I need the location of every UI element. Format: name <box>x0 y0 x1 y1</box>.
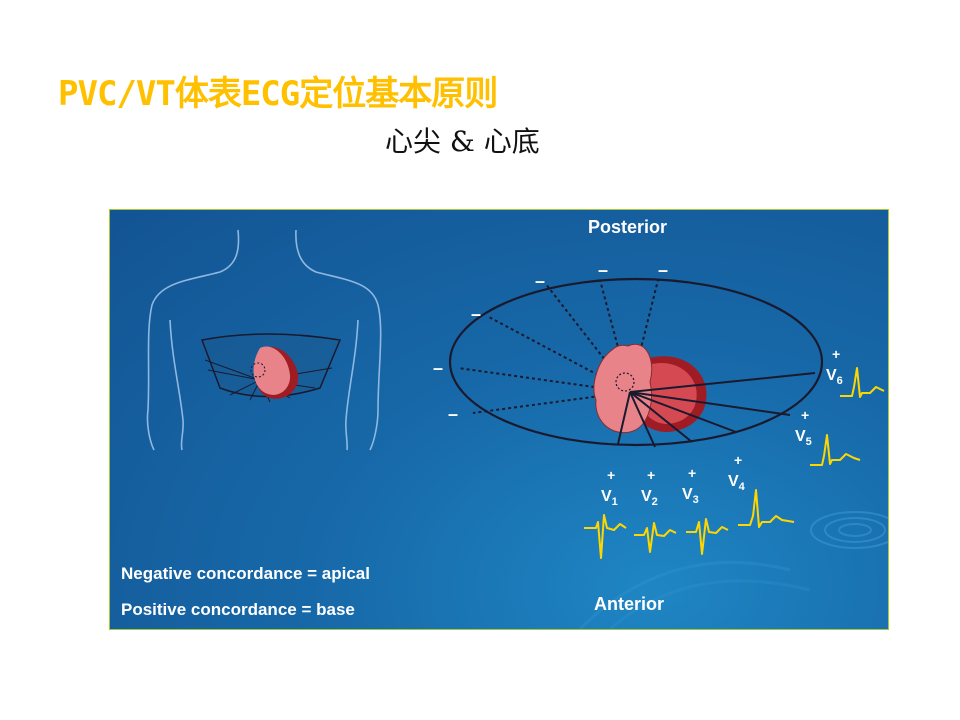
ecg-traces <box>584 367 885 559</box>
negative-sign: – <box>471 304 481 324</box>
heart-cross-section <box>593 343 707 434</box>
lead-label-v2: + V2 <box>641 467 658 508</box>
small-lead-plane <box>200 333 342 403</box>
lead-sign: + <box>832 346 840 362</box>
ecg-trace-v1 <box>584 514 627 559</box>
posterior-label: Posterior <box>588 217 667 237</box>
negative-sign: – <box>598 260 608 280</box>
lead-label-v3: + V3 <box>682 465 699 506</box>
lead-label-v5: + V5 <box>795 407 812 448</box>
negative-sign: – <box>658 260 668 280</box>
diagram-svg: Posterior Anterior – – – – – – + V1 + V2… <box>121 217 888 629</box>
lead-label-v4: + V4 <box>728 452 746 493</box>
lead-label-v6: + V6 <box>826 346 843 387</box>
negative-sign: – <box>535 271 545 291</box>
page-subtitle: 心尖 & 心底 <box>385 125 540 158</box>
lead-name: V1 <box>601 488 618 508</box>
ecg-trace-v4 <box>738 489 795 528</box>
negative-sign: – <box>448 404 458 424</box>
lead-plane-ellipse <box>448 277 824 447</box>
lead-name: V6 <box>826 367 843 387</box>
negative-sign: – <box>433 358 443 378</box>
ecg-trace-v6 <box>840 367 885 398</box>
lead-sign: + <box>734 452 742 468</box>
torso-outline <box>146 229 382 451</box>
anterior-label: Anterior <box>594 594 664 614</box>
lead-name: V4 <box>728 473 746 493</box>
lead-name: V3 <box>682 486 699 506</box>
lead-sign: + <box>607 467 615 483</box>
legend-positive-concordance: Positive concordance = base <box>121 600 355 619</box>
lead-sign: + <box>688 465 696 481</box>
lead-sign: + <box>801 407 809 423</box>
lead-sign: + <box>647 467 655 483</box>
legend-negative-concordance: Negative concordance = apical <box>121 564 370 583</box>
positive-projection-lines <box>617 372 816 448</box>
ripple-decoration <box>578 511 888 629</box>
lead-label-v1: + V1 <box>601 467 618 508</box>
ecg-localization-diagram: Posterior Anterior – – – – – – + V1 + V2… <box>109 209 889 630</box>
ecg-trace-v2 <box>634 522 677 553</box>
lead-name: V2 <box>641 488 658 508</box>
ecg-trace-v3 <box>686 518 729 555</box>
lead-name: V5 <box>795 428 812 448</box>
ecg-trace-v5 <box>810 434 861 466</box>
page-title: PVC/VT体表ECG定位基本原则 <box>58 74 498 114</box>
